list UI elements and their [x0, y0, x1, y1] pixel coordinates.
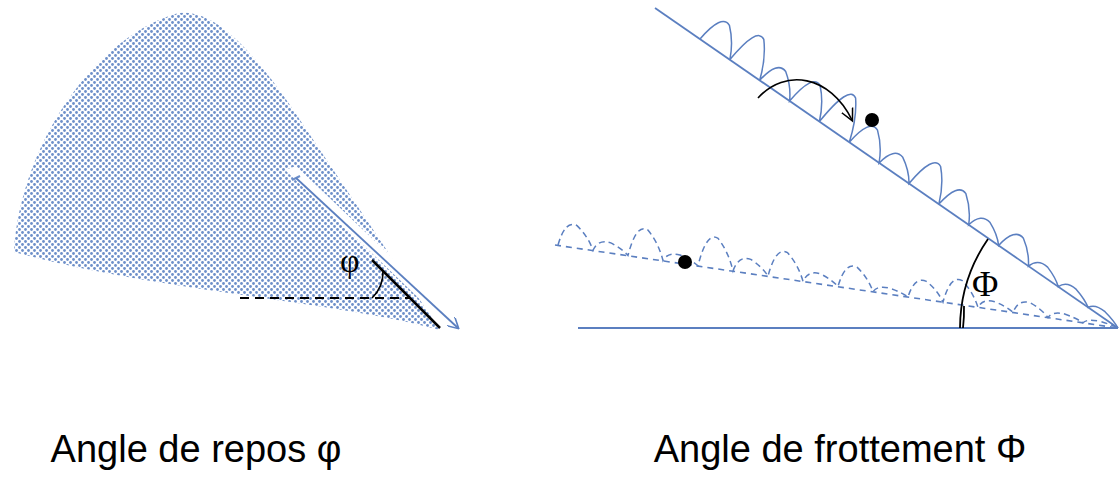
- slope-line: [372, 260, 440, 328]
- grain-dot: [865, 113, 879, 127]
- gentle-slope: [555, 245, 1118, 328]
- caption-label: Angle de frottement Φ: [654, 430, 1027, 468]
- angle-symbol: Φ: [972, 266, 998, 302]
- angle-symbol: φ: [340, 244, 360, 278]
- steep-slope: [655, 8, 1118, 328]
- horizontal-line: [578, 327, 1118, 329]
- flow-arrow: [296, 178, 458, 328]
- caption-label: Angle de repos φ: [51, 430, 342, 468]
- horizontal-reference: [240, 297, 410, 299]
- granular-pile: [14, 13, 440, 330]
- surface-roughness: [558, 224, 1118, 328]
- surface-roughness: [700, 22, 1118, 328]
- angle-arc: [372, 271, 383, 298]
- grain-dot: [678, 255, 692, 269]
- rolling-arrow: [758, 80, 852, 120]
